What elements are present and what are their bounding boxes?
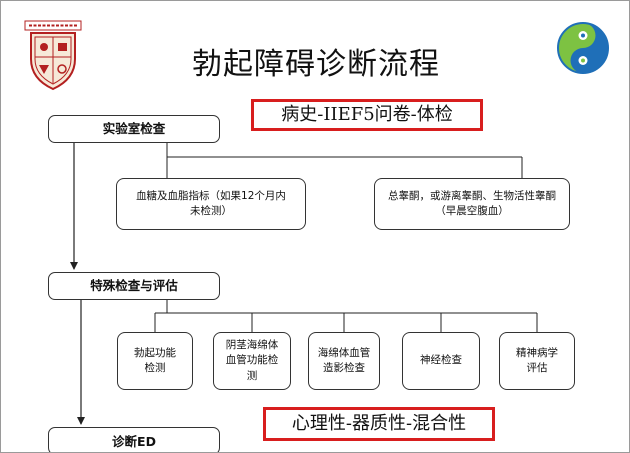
cavernosography-label: 海绵体血管造影检查 [317, 346, 371, 374]
neuro-exam-label: 神经检查 [420, 354, 462, 367]
psychiatric-eval-label: 精神病学评估 [516, 346, 558, 374]
blood-glucose-lipid-label: 血糖及血脂指标（如果12个月内未检测） [136, 189, 286, 217]
testosterone-box: 总睾酮，或游离睾酮、生物活性睾酮（早晨空腹血） [374, 178, 570, 230]
history-iief5-exam-highlight: 病史-IIEF5问卷-体检 [251, 99, 483, 131]
slide-title: 勃起障碍诊断流程 [192, 47, 440, 82]
testosterone-label: 总睾酮，或游离睾酮、生物活性睾酮（早晨空腹血） [388, 189, 556, 217]
diagnosis-ed-box: 诊断ED [48, 427, 220, 452]
neuro-exam-box: 神经检查 [402, 332, 480, 390]
erection-function-test-label: 勃起功能检测 [134, 346, 176, 374]
psychiatric-eval-box: 精神病学评估 [499, 332, 575, 390]
cavernosography-box: 海绵体血管造影检查 [308, 332, 380, 390]
etiology-type-highlight: 心理性-器质性-混合性 [263, 407, 495, 441]
lab-exam-box: 实验室检查 [48, 115, 220, 143]
university-crest-icon [23, 19, 83, 91]
cavernosal-vascular-test-box: 阴茎海绵体血管功能检测 [213, 332, 291, 390]
blood-glucose-lipid-box: 血糖及血脂指标（如果12个月内未检测） [116, 178, 306, 230]
cavernosal-vascular-test-label: 阴茎海绵体血管功能检测 [225, 339, 279, 382]
special-exam-box: 特殊检查与评估 [48, 272, 220, 300]
erection-function-test-box: 勃起功能检测 [117, 332, 193, 390]
yin-yang-logo-icon [556, 21, 610, 75]
